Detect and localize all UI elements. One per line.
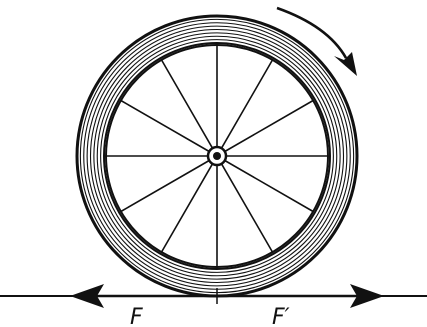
spoke [121,161,209,212]
spoke [121,101,209,152]
wheel-hub [208,147,226,165]
force-label-left: F [130,305,143,327]
spoke [162,164,213,252]
spoke [225,101,313,152]
spoke [162,60,213,148]
spoke [225,161,313,212]
wheel [77,16,357,296]
force-label-right: F′ [272,305,290,327]
spoke [222,164,273,252]
rotation-arrow [277,8,357,76]
spoke [222,60,273,148]
